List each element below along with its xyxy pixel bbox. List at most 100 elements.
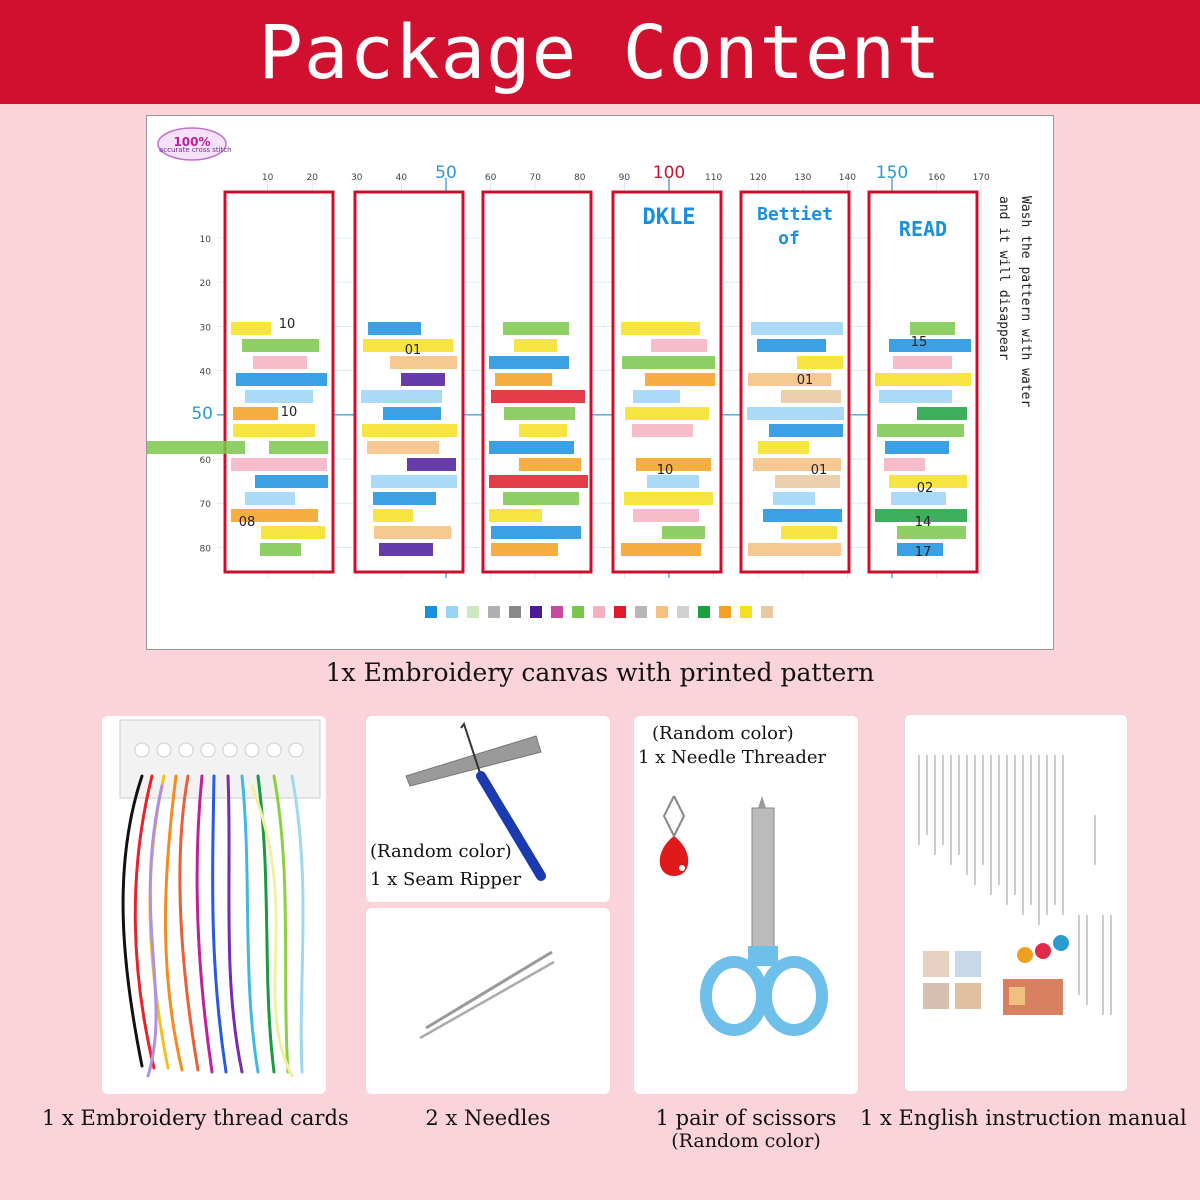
stitch-block (504, 407, 575, 420)
stitch-block (363, 339, 453, 352)
stitch-block (373, 509, 413, 522)
svg-text:100%: 100% (173, 135, 210, 149)
stitch-block (489, 509, 542, 522)
stitch-block (374, 526, 451, 539)
top-tick-label: 80 (574, 173, 586, 183)
top-tick-label: 70 (529, 173, 541, 183)
symbol-label: 10 (281, 405, 298, 420)
stitch-block (751, 322, 843, 335)
stitch-block (491, 390, 585, 403)
stitch-block (401, 373, 445, 386)
stitch-block (632, 424, 693, 437)
stitch-block (875, 373, 971, 386)
stitch-block (362, 424, 457, 437)
stitch-block (260, 543, 301, 556)
stitch-block (889, 339, 971, 352)
stitch-block (489, 441, 574, 454)
stitch-block (775, 475, 840, 488)
stitch-block (371, 475, 457, 488)
top-tick-label: 150 (876, 163, 908, 183)
stitch-block (645, 373, 715, 386)
symbol-label: 08 (239, 515, 256, 530)
stitch-block (519, 424, 567, 437)
palette-swatch (488, 606, 500, 618)
palette-swatch (425, 606, 437, 618)
header-banner: Package Content (0, 0, 1200, 104)
stitch-block (884, 458, 925, 471)
stitch-block (489, 356, 569, 369)
threader-label-1: (Random color) (652, 723, 794, 744)
stitch-block (245, 492, 295, 505)
stitch-block (373, 492, 436, 505)
left-tick-label: 10 (200, 235, 212, 245)
palette-swatch (761, 606, 773, 618)
manual-page-icon (918, 755, 1112, 1015)
top-tick-label: 50 (435, 163, 457, 183)
stitch-block (231, 509, 318, 522)
stitch-block (889, 475, 967, 488)
stitch-block (233, 407, 278, 420)
palette-swatch (719, 606, 731, 618)
top-tick-label: 10 (262, 173, 274, 183)
badge-caption: accurate cross stitch (159, 146, 232, 154)
threads-caption: 1 x Embroidery thread cards (42, 1106, 349, 1130)
palette-swatch (740, 606, 752, 618)
palette-swatch (509, 606, 521, 618)
stitch-block (383, 407, 441, 420)
stitch-block (253, 356, 307, 369)
palette-swatch (446, 606, 458, 618)
stitch-block (753, 458, 841, 471)
accuracy-badge-icon: 100% (157, 127, 227, 161)
bookmark-title: READ (899, 217, 947, 241)
top-tick-label: 120 (750, 173, 767, 183)
top-tick-label: 100 (653, 163, 685, 183)
stitch-block (622, 356, 715, 369)
stitch-block (781, 390, 841, 403)
stitch-block (621, 543, 701, 556)
stitch-block (636, 458, 711, 471)
symbol-label: 02 (917, 481, 934, 496)
stitch-block (379, 543, 433, 556)
stitch-block (633, 509, 699, 522)
bookmark-title: DKLE (643, 205, 696, 230)
palette-swatch (593, 606, 605, 618)
symbol-label: 01 (797, 373, 814, 388)
stitch-block (495, 373, 552, 386)
palette-swatch (467, 606, 479, 618)
stitch-block (897, 543, 943, 556)
stitch-block (621, 322, 700, 335)
stitch-block (885, 441, 949, 454)
stitch-block (368, 322, 421, 335)
palette-swatch (530, 606, 542, 618)
stitch-block (917, 407, 967, 420)
thread-card-icon (119, 719, 321, 1078)
stitch-block (407, 458, 456, 471)
scissors-caption-2: (Random color) (671, 1130, 821, 1152)
stitch-block (519, 458, 581, 471)
ripper-label-1: (Random color) (370, 841, 512, 862)
stitch-block (269, 441, 328, 454)
needles-panel (366, 908, 610, 1094)
bookmark-title: Bettiet (757, 204, 833, 225)
canvas-caption: 1x Embroidery canvas with printed patter… (325, 658, 875, 687)
stitch-block (651, 339, 707, 352)
threader-label-2: 1 x Needle Threader (638, 747, 827, 768)
stitch-block (748, 543, 841, 556)
stitch-block (625, 407, 709, 420)
page-title: Package Content (258, 10, 942, 96)
stitch-block (797, 356, 843, 369)
palette-swatch (656, 606, 668, 618)
top-tick-label: 130 (794, 173, 811, 183)
symbol-label: 10 (657, 463, 674, 478)
palette-swatch (614, 606, 626, 618)
stitch-block (233, 424, 315, 437)
stitch-block (633, 390, 680, 403)
top-tick-label: 20 (306, 173, 318, 183)
stitch-block (261, 526, 325, 539)
top-tick-label: 140 (839, 173, 856, 183)
stitch-block (879, 390, 952, 403)
stitch-block (231, 458, 327, 471)
palette-swatch (698, 606, 710, 618)
